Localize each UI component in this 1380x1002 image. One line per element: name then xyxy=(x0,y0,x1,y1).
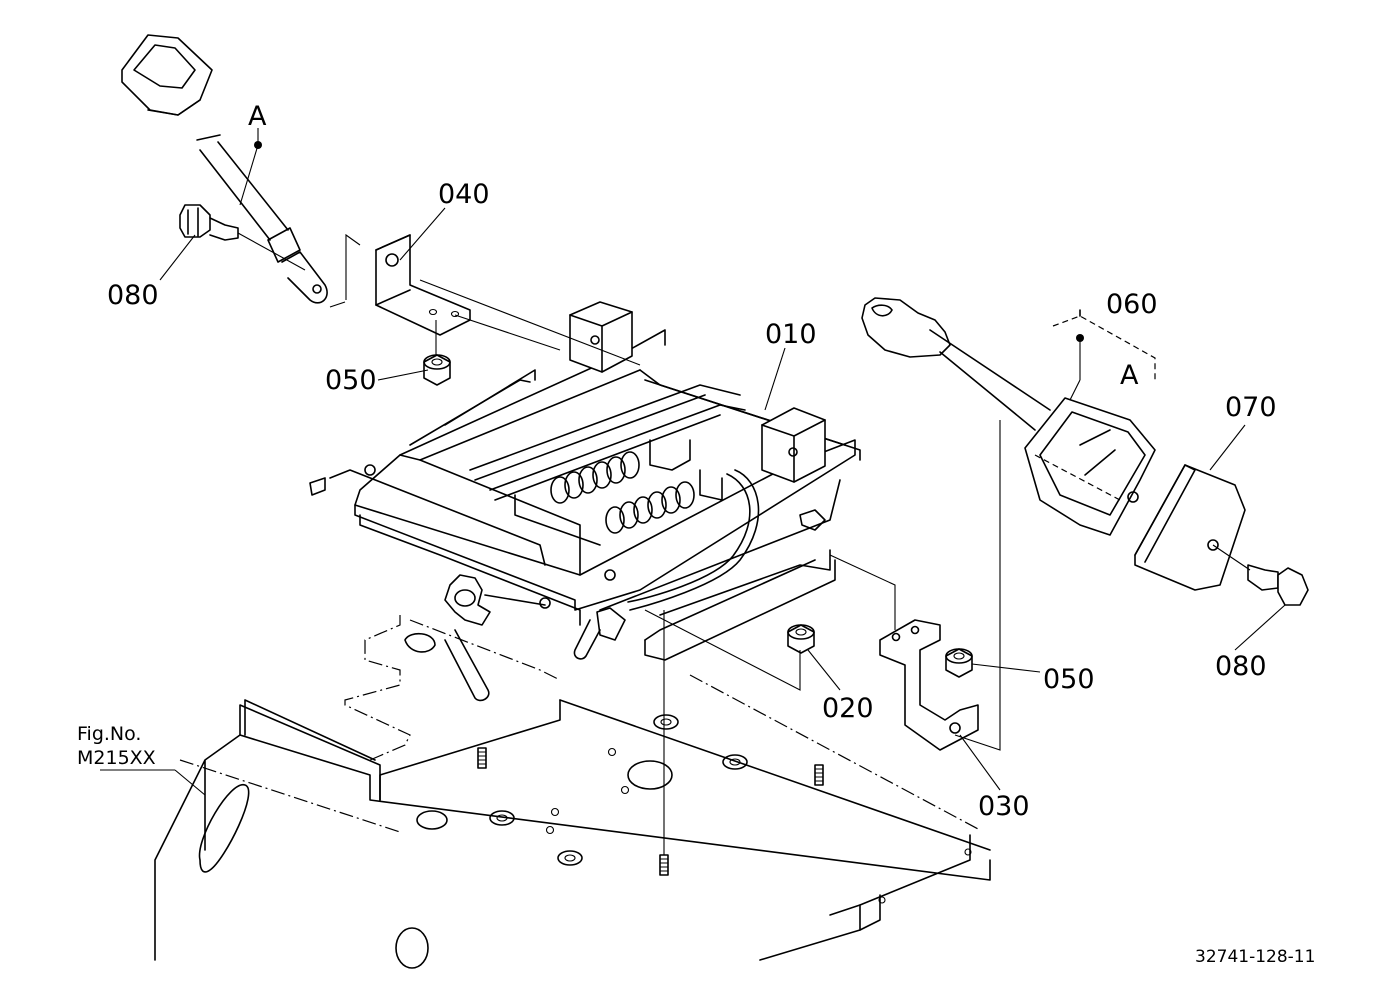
part-label-050-right: 050 xyxy=(1043,664,1095,695)
bracket-030 xyxy=(829,420,1001,751)
part-label-060: 060 xyxy=(1106,289,1158,320)
bolt-080-right xyxy=(1212,544,1309,606)
bracket-040 xyxy=(329,233,641,366)
floor-frame xyxy=(154,615,991,969)
nut-020 xyxy=(644,609,815,691)
part-label-020: 020 xyxy=(822,693,874,724)
part-label-080-right: 080 xyxy=(1215,651,1267,682)
fig-no-label: Fig.No. xyxy=(77,723,141,745)
assembly-bracket-060 xyxy=(1052,309,1156,383)
part-label-070: 070 xyxy=(1225,392,1277,423)
nut-050-left xyxy=(423,354,451,386)
seat-belt-buckle xyxy=(121,34,328,304)
part-label-080-left: 080 xyxy=(107,280,159,311)
part-label-010: 010 xyxy=(765,319,817,350)
retractor-cover-070 xyxy=(1134,464,1246,591)
fig-no-value: M215XX xyxy=(77,747,156,769)
tension-springs xyxy=(550,451,695,534)
ref-a-dot-right xyxy=(1076,334,1084,342)
nut-050-right xyxy=(945,648,973,678)
leader-lines xyxy=(100,128,1286,796)
bolt-080-left xyxy=(179,204,306,271)
reference-label-a-right: A xyxy=(1120,360,1139,391)
part-label-030: 030 xyxy=(978,791,1030,822)
drawing-code: 32741-128-11 xyxy=(1195,947,1315,967)
reference-label-a-left: A xyxy=(248,101,267,132)
seat-slide-frame xyxy=(309,301,861,661)
part-label-050-left: 050 xyxy=(325,365,377,396)
seat-belt-retractor xyxy=(861,297,1156,536)
ref-a-dot-left xyxy=(254,141,262,149)
part-label-040: 040 xyxy=(438,179,490,210)
